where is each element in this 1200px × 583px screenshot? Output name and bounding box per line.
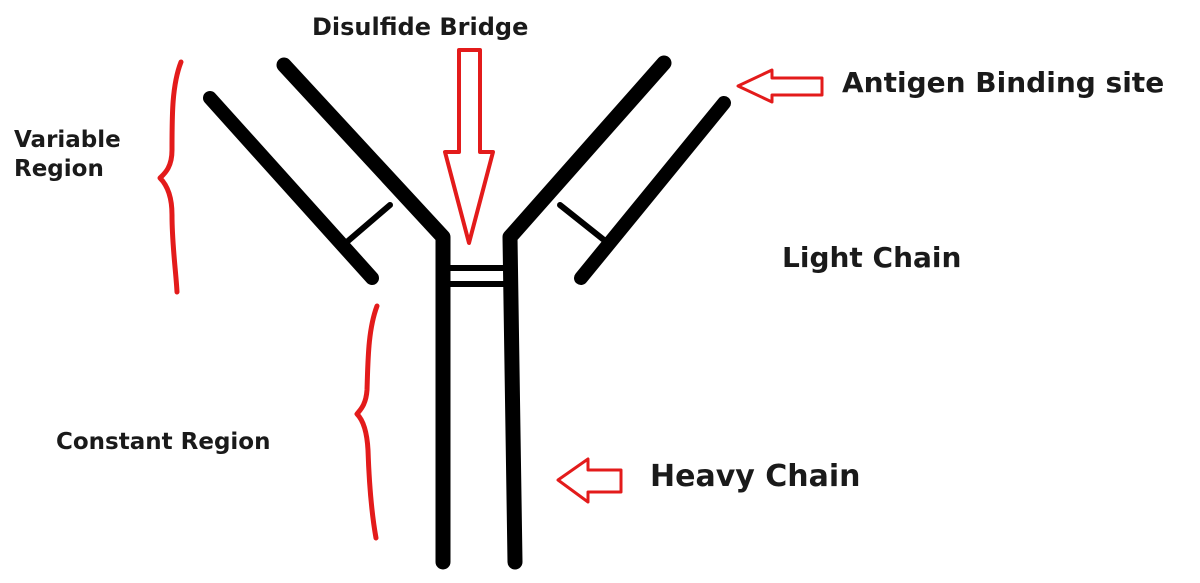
heavy-chain-label: Heavy Chain <box>650 459 861 494</box>
antigen-binding-site-label: Antigen Binding site <box>842 66 1165 99</box>
variable-region-label-line1: Variable <box>14 127 121 153</box>
constant-region-label: Constant Region <box>56 429 271 455</box>
constant-region-brace <box>354 303 380 541</box>
light-chain-left <box>203 91 379 285</box>
heavy-chain-arrow <box>556 457 623 504</box>
light-heavy-link-left <box>345 202 393 244</box>
light-heavy-link-right <box>557 202 607 243</box>
antigen-arrow <box>736 68 824 104</box>
light-chain-label: Light Chain <box>782 241 962 274</box>
heavy-chain-left <box>276 57 451 570</box>
variable-region-label: Variable Region <box>14 126 121 184</box>
variable-region-label-line2: Region <box>14 155 104 182</box>
heavy-chain-right <box>502 55 672 570</box>
variable-region-brace <box>157 59 184 295</box>
disulfide-arrow <box>443 48 495 245</box>
disulfide-bridge-label: Disulfide Bridge <box>312 13 529 41</box>
light-chain-right <box>574 96 731 285</box>
